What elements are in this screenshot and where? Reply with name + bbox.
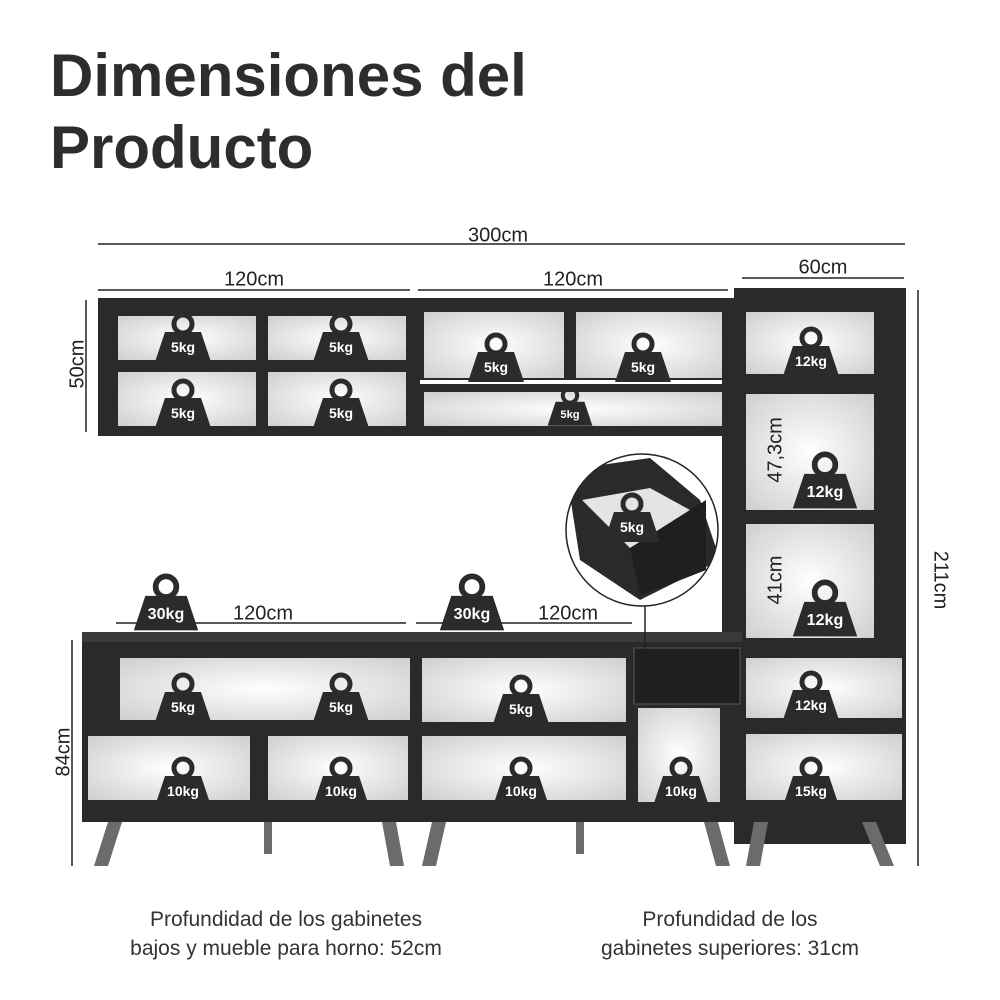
weight-icon-ul_bl: 5kg (155, 378, 211, 428)
weight-icon-tower_top: 12kg (783, 326, 839, 376)
weight-label: 30kg (454, 605, 491, 623)
dim-label-upper-left-width: 120cm (224, 268, 284, 290)
upper-depth-line-1: Profundidad de los (642, 908, 818, 931)
weight-label: 5kg (329, 339, 353, 355)
weight-label: 30kg (148, 605, 185, 623)
weight-label: 12kg (795, 353, 827, 369)
dim-label-lower-middle-width: 120cm (538, 602, 598, 624)
dim-label-total-width: 300cm (468, 224, 528, 246)
weight-icon-ul_tr: 5kg (313, 312, 369, 362)
weight-label: 5kg (329, 699, 353, 715)
weight-label: 5kg (171, 339, 195, 355)
weight-icons: 5kg 5kg 5kg 5kg 5kg 5kg 5kg 12kg 12kg 12kg 5kg 30kg… (133, 312, 858, 806)
weight-icon-lm_bottom: 10kg (493, 756, 549, 806)
weight-label: 12kg (795, 697, 827, 713)
weight-label: 15kg (795, 783, 827, 799)
weight-icon-tower_low2: 15kg (783, 756, 839, 806)
weight-icon-tower_niche1: 12kg (792, 451, 858, 509)
weight-label: 5kg (631, 359, 655, 375)
weight-icon-ll_bl: 10kg (155, 756, 211, 806)
title-line-2: Producto (50, 114, 314, 181)
weight-icon-ll_br: 10kg (313, 756, 369, 806)
dim-label-upper-height: 50cm (66, 340, 88, 389)
weight-label: 5kg (509, 701, 533, 717)
title-line-1: Dimensiones del (50, 42, 527, 109)
weight-label: 5kg (560, 409, 579, 421)
weight-label: 5kg (329, 405, 353, 421)
lower-depth-line-2: bajos y mueble para horno: 52cm (130, 937, 442, 960)
dim-label-upper-middle-width: 120cm (543, 268, 603, 290)
weight-label: 12kg (807, 611, 844, 629)
dim-label-tower-width: 60cm (799, 256, 848, 278)
upper-depth-note: Profundidad de los gabinetes superiores:… (560, 905, 900, 963)
weight-icon-drawer: 5kg (604, 492, 660, 542)
weight-icon-counter_middle: 30kg (439, 573, 505, 631)
weight-label: 12kg (807, 483, 844, 501)
weight-icon-tower_niche2: 12kg (792, 579, 858, 637)
tower-cabinet (722, 288, 906, 844)
weight-icon-lm_top: 5kg (493, 674, 549, 724)
weight-icon-counter_left: 30kg (133, 573, 199, 631)
weight-label: 10kg (665, 783, 697, 799)
lower-depth-line-1: Profundidad de los gabinetes (149, 908, 423, 931)
cabinet-legs (94, 822, 894, 866)
dim-label-tower-height: 211cm (930, 551, 952, 610)
weight-label: 5kg (484, 359, 508, 375)
weight-icon-um_l: 5kg (468, 332, 524, 382)
upper-middle-cabinet (416, 298, 732, 436)
dim-label-tower-niche-upper: 47,3cm (764, 417, 786, 483)
weight-icon-oven_bottom: 10kg (653, 756, 709, 806)
upper-left-cabinet (98, 298, 416, 436)
dim-label-tower-niche-lower: 41cm (764, 556, 786, 605)
weight-icon-ul_br: 5kg (313, 378, 369, 428)
weight-icon-ll_tl: 5kg (155, 672, 211, 722)
weight-icon-ul_tl: 5kg (155, 312, 211, 362)
upper-depth-line-2: gabinetes superiores: 31cm (601, 937, 859, 960)
dimension-labels: 300cm 120cm 120cm 60cm 50cm 120cm 120cm 84cm 211… (52, 224, 951, 776)
weight-icon-ll_tr: 5kg (313, 672, 369, 722)
weight-icon-um_bottom: 5kg (547, 386, 593, 426)
weight-icon-tower_low1: 12kg (783, 670, 839, 720)
weight-label: 5kg (171, 699, 195, 715)
dim-label-lower-height: 84cm (52, 728, 74, 777)
lower-depth-note: Profundidad de los gabinetes bajos y mue… (96, 905, 476, 963)
weight-label: 5kg (620, 519, 644, 535)
weight-label: 10kg (167, 783, 199, 799)
page-title: Dimensiones del Producto (50, 40, 527, 184)
dim-label-lower-left-width: 120cm (233, 602, 293, 624)
weight-label: 5kg (171, 405, 195, 421)
weight-icon-um_r: 5kg (615, 332, 671, 382)
drawer-callout (565, 453, 719, 660)
weight-label: 10kg (325, 783, 357, 799)
weight-label: 10kg (505, 783, 537, 799)
